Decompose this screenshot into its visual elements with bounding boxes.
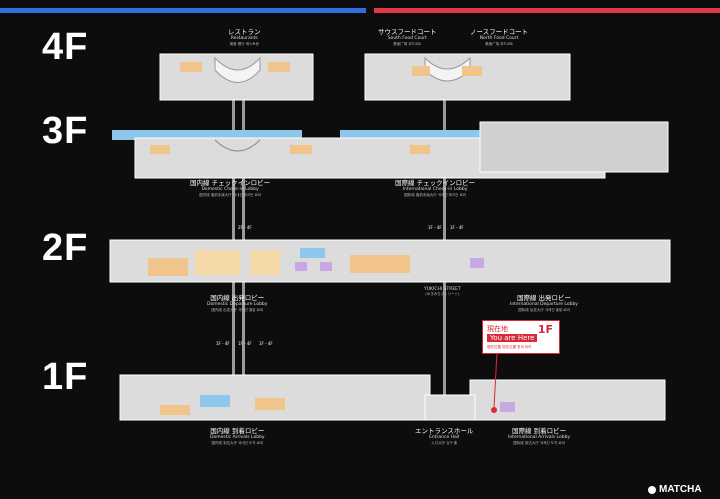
f4-left-atrium bbox=[214, 56, 261, 83]
f3-shop-1 bbox=[150, 145, 170, 154]
f1-shop-1 bbox=[160, 405, 190, 415]
elevator-label-c: 1F - 4F bbox=[450, 225, 464, 230]
f3-wing-right bbox=[479, 121, 669, 173]
f1-plan-right bbox=[469, 379, 666, 421]
f3-bluebar-left bbox=[112, 130, 302, 140]
f2-shop-7 bbox=[470, 258, 484, 268]
f2-shop-8 bbox=[300, 248, 325, 258]
top-bar-right bbox=[374, 8, 720, 13]
f1-entrance-block bbox=[424, 394, 476, 421]
f3-bluebar-right bbox=[340, 130, 490, 140]
f2-shop-2 bbox=[195, 250, 240, 275]
f2-shop-5 bbox=[320, 262, 332, 271]
f1-shop-3 bbox=[255, 398, 285, 410]
floor-label-2f: 2F bbox=[42, 227, 89, 269]
you-are-here-marker: 現在地 1F You are Here 現在位置 现在位置 현재 위치 bbox=[482, 320, 560, 354]
you-are-here-pointer bbox=[493, 351, 498, 409]
f4-shop-2 bbox=[268, 62, 290, 72]
f2-shop-4 bbox=[295, 262, 307, 271]
elevator-label-d: 1F - 4F bbox=[216, 341, 230, 346]
you-are-here-dot bbox=[491, 407, 497, 413]
f3-shop-3 bbox=[410, 145, 430, 154]
elevator-label-f: 1F - 4F bbox=[259, 341, 273, 346]
f4-shop-4 bbox=[462, 66, 482, 76]
elevator-label-e: 1F - 4F bbox=[238, 341, 252, 346]
brand-dot-icon bbox=[648, 485, 656, 494]
elevator-label-b: 1F - 4F bbox=[428, 225, 442, 230]
floor-label-1f: 1F bbox=[42, 356, 89, 398]
f2-shop-1 bbox=[148, 258, 188, 276]
f3-shop-2 bbox=[290, 145, 312, 154]
f1-shop-2 bbox=[200, 395, 230, 407]
f2-shop-3 bbox=[250, 250, 280, 275]
f2-shop-6 bbox=[350, 255, 410, 273]
f1-shop-4 bbox=[500, 402, 515, 412]
f4-shop-1 bbox=[180, 62, 202, 72]
floor-label-4f: 4F bbox=[42, 26, 89, 68]
elevator-label-a: 2F - 4F bbox=[238, 225, 252, 230]
top-bar-left bbox=[0, 8, 366, 13]
brand-text: MATCHA bbox=[659, 484, 702, 495]
f4-shop-3 bbox=[412, 66, 430, 76]
brand-watermark: MATCHA bbox=[648, 484, 702, 495]
area-label-yukichi-street: YUKICHI STREET(ゆきみちストリート) bbox=[424, 287, 461, 297]
f3-atrium bbox=[214, 139, 261, 152]
floor-label-3f: 3F bbox=[42, 110, 89, 152]
